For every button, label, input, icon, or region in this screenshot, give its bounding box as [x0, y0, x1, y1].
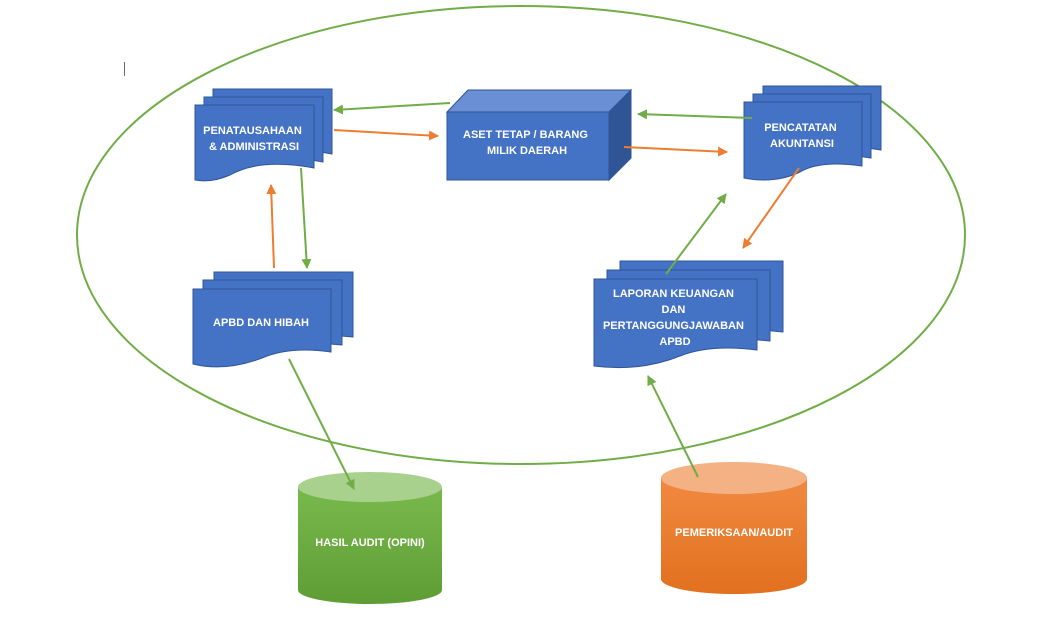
label-line: ASET TETAP / BARANG [463, 129, 588, 141]
edge-pemeriksaan-to-laporan [647, 375, 699, 478]
node-apbd[interactable]: APBD DAN HIBAH [192, 271, 354, 368]
node-laporan[interactable]: LAPORAN KEUANGAN DAN PERTANGGUNGJAWABAN … [593, 260, 784, 369]
text-cursor [124, 62, 125, 76]
label-line: & ADMINISTRASI [209, 141, 299, 153]
label-line: PERTANGGUNGJAWABAN [603, 320, 744, 332]
label-line: APBD DAN HIBAH [213, 317, 309, 329]
edge-aset-to-pencatatan [623, 146, 728, 157]
label-line: PEMERIKSAAN/AUDIT [675, 527, 793, 539]
node-hasil-audit-label: HASIL AUDIT (OPINI) [315, 537, 425, 549]
node-pencatatan-label: PENCATATAN AKUNTANSI [764, 122, 840, 150]
edge-apbd-to-hasil-audit [288, 358, 355, 490]
edge-penatausahaan-to-aset [333, 129, 439, 141]
edge-pencatatan-to-aset [637, 109, 753, 120]
label-line: MILIK DAERAH [487, 145, 567, 157]
node-penatausahaan[interactable]: PENATAUSAHAAN & ADMINISTRASI [194, 88, 333, 182]
edge-pencatatan-to-laporan [742, 167, 800, 249]
boundary-ellipse [76, 5, 966, 465]
label-line: DAN [662, 304, 686, 316]
label-line: PENCATATAN [764, 122, 837, 134]
node-aset-label: ASET TETAP / BARANG MILIK DAERAH [463, 129, 591, 157]
node-pemeriksaan-label: PEMERIKSAAN/AUDIT [675, 527, 793, 539]
node-pencatatan[interactable]: PENCATATAN AKUNTANSI [743, 85, 882, 181]
edge-laporan-to-pencatatan [665, 193, 727, 275]
node-aset[interactable]: ASET TETAP / BARANG MILIK DAERAH [445, 88, 633, 182]
label-line: APBD [659, 336, 690, 348]
node-penatausahaan-label: PENATAUSAHAAN & ADMINISTRASI [203, 125, 305, 153]
edge-aset-to-penatausahaan [333, 102, 451, 115]
label-line: LAPORAN KEUANGAN [613, 288, 734, 300]
node-hasil-audit[interactable]: HASIL AUDIT (OPINI) [298, 472, 442, 604]
node-laporan-label: LAPORAN KEUANGAN DAN PERTANGGUNGJAWABAN … [603, 288, 747, 348]
node-apbd-label: APBD DAN HIBAH [213, 317, 309, 329]
label-line: HASIL AUDIT (OPINI) [315, 537, 425, 549]
edge-apbd-to-penatausahaan [266, 184, 277, 269]
label-line: PENATAUSAHAAN [203, 125, 302, 137]
edge-penatausahaan-to-apbd [300, 167, 312, 269]
node-pemeriksaan[interactable]: PEMERIKSAAN/AUDIT [661, 462, 807, 594]
label-line: AKUNTANSI [770, 138, 834, 150]
